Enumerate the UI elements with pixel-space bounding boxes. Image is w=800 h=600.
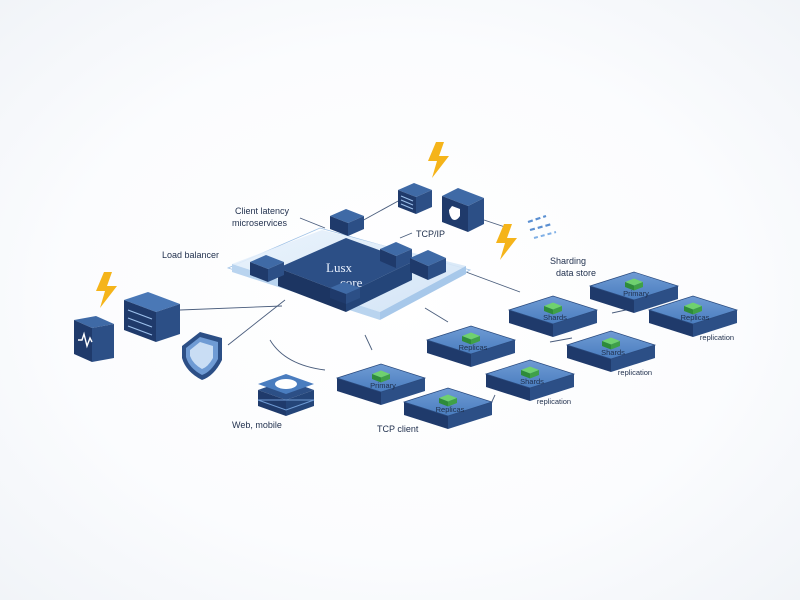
cluster-node: Replicas replication [647, 295, 739, 342]
cube-left [250, 255, 284, 282]
connector-core-node6 [269, 339, 326, 371]
cluster-node: Primary [588, 271, 680, 313]
node-label: Replicas [459, 343, 488, 352]
load-balancer-label: Load balancer [162, 250, 219, 260]
node-sublabel: replication [537, 397, 571, 406]
node-chip-left [602, 341, 611, 350]
node-right-face [448, 402, 492, 429]
cluster-node: Replicas [425, 325, 517, 367]
cluster-node: Shards replication [565, 330, 657, 377]
node-chip-left [439, 398, 448, 407]
shield-block-icon [442, 188, 484, 232]
connector-core-node5 [364, 334, 373, 351]
node-chip-left [462, 336, 471, 345]
node-outline [647, 295, 739, 325]
node-sublabel: replication [618, 368, 652, 377]
node-outline [335, 363, 427, 393]
microservices-label: microservices [232, 218, 288, 228]
cube-front [330, 282, 360, 304]
node-right-face [693, 310, 737, 337]
node-left-face [427, 340, 471, 367]
cluster-node: Shards replication [484, 359, 576, 406]
node-outline [507, 295, 599, 325]
node-label: Primary [623, 289, 649, 298]
cube-top [330, 209, 364, 236]
node-left-face [649, 310, 693, 337]
node-label: Shards [601, 348, 625, 357]
node-sublabel: replication [700, 333, 734, 342]
node-chip-right [448, 398, 457, 407]
node-chip-left [521, 370, 530, 379]
data-stream-icon [527, 214, 557, 239]
node-chip-right [634, 282, 643, 291]
node-outline [402, 387, 494, 417]
tcp-client-label: TCP client [377, 424, 419, 434]
database-icon [257, 374, 315, 416]
node-left-face [509, 310, 553, 337]
node-right-face [471, 340, 515, 367]
tcp-ip-label: TCP/IP [416, 229, 445, 239]
cube-right [410, 250, 446, 280]
server-rack-icon [124, 292, 180, 342]
node-label: Shards [543, 313, 567, 322]
client-latency-label: Client latency [235, 206, 290, 216]
sharding-label-line1: Sharding [550, 256, 586, 266]
connector-tcp-label [399, 232, 413, 239]
node-label: Replicas [681, 313, 710, 322]
node-chip-left [372, 374, 381, 383]
node-right-face [381, 378, 425, 405]
node-label: Primary [370, 381, 396, 390]
node-chip-left [625, 282, 634, 291]
core-label-line1: Lusx [326, 260, 353, 275]
node-left-face [567, 345, 611, 372]
node-label: Shards [520, 377, 544, 386]
labels: Client latency microservices Load balanc… [162, 206, 596, 434]
node-chip-right [381, 374, 390, 383]
connector-core-node1 [465, 271, 521, 293]
node-chip-right [693, 306, 702, 315]
node-outline [484, 359, 576, 389]
node-left-face [486, 374, 530, 401]
cluster-node: Primary [335, 363, 427, 405]
lightning-bolt-icon [496, 224, 517, 260]
node-right-face [553, 310, 597, 337]
node-right-face [634, 286, 678, 313]
shield-icon [182, 332, 222, 380]
node-left-face [337, 378, 381, 405]
web-mobile-label: Web, mobile [232, 420, 282, 430]
cluster-node: Replicas [402, 387, 494, 429]
node-left-face [404, 402, 448, 429]
connector-latency-label [299, 217, 326, 229]
node-chip-left [544, 306, 553, 315]
node-outline [565, 330, 657, 360]
pulse-monitor-icon [74, 316, 114, 362]
core-side-cubes [250, 209, 446, 304]
node-chip-right [471, 336, 480, 345]
connector-shield-core [227, 299, 286, 346]
node-label: Replicas [436, 405, 465, 414]
cube-right-top [380, 242, 412, 268]
connector-servers-core [179, 305, 283, 311]
server-stack-icon [398, 183, 432, 214]
node-right-face [611, 345, 655, 372]
node-chip-right [553, 306, 562, 315]
sharding-label-line2: data store [556, 268, 596, 278]
node-chip-left [684, 306, 693, 315]
lightning-bolt-icon [428, 142, 449, 178]
node-outline [588, 271, 680, 301]
node-chip-right [530, 370, 539, 379]
node-right-face [530, 374, 574, 401]
node-chip-right [611, 341, 620, 350]
cluster-node: Shards [507, 295, 599, 337]
connector-node1-node3 [549, 337, 573, 343]
node-outline [425, 325, 517, 355]
connector-cube-server [359, 199, 401, 223]
connector-core-node3 [424, 307, 449, 323]
lightning-bolt-icon [96, 272, 117, 308]
node-left-face [590, 286, 634, 313]
